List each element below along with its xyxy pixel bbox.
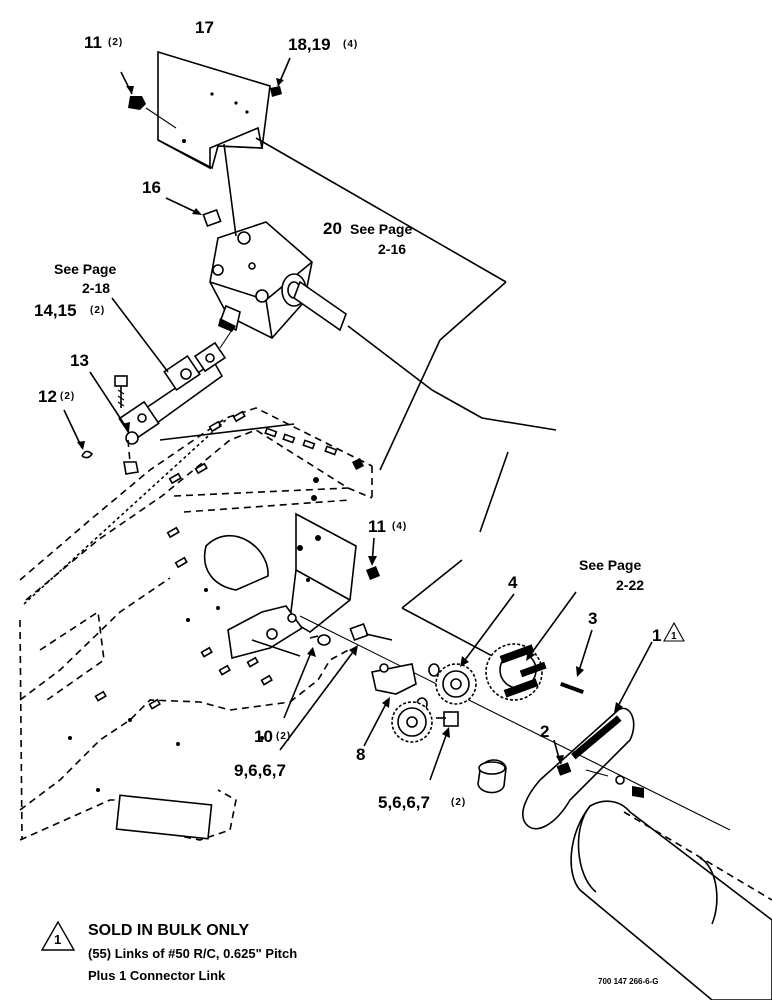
idler-sprocket — [391, 701, 433, 743]
callout-14-15: 14,15 — [34, 301, 77, 320]
bolt-9 — [279, 622, 393, 751]
callout-10: 10 — [254, 727, 273, 746]
callout-4: 4 — [508, 573, 518, 592]
callout-11-top: 11 — [84, 33, 102, 52]
lock-nut — [123, 439, 139, 475]
drawing-number: 700 147 266-6-G — [598, 977, 659, 986]
fitting-16 — [165, 197, 222, 228]
callout-16: 16 — [142, 178, 161, 197]
drive-shaft — [111, 297, 233, 445]
footnote-marker: 1 — [54, 932, 62, 947]
auger-tube — [570, 800, 772, 1000]
assembly-axis — [299, 615, 731, 831]
callout-see-page-2-22: See Page — [579, 557, 641, 573]
bolt-11-top — [120, 71, 146, 110]
slip-clutch — [485, 591, 577, 701]
footnote-line-1: (55) Links of #50 R/C, 0.625" Pitch — [88, 946, 298, 961]
callout-9: 9,6,6,7 — [234, 761, 286, 780]
callout-17: 17 — [195, 18, 214, 37]
callout-1-note: 1 — [671, 631, 677, 642]
frame-edge-strip — [23, 417, 229, 605]
access-opening — [203, 534, 269, 591]
callout-page-2-18: 2-18 — [82, 280, 110, 296]
callout-18-19-qty: (4) — [343, 39, 358, 50]
bolt-14-15 — [114, 375, 128, 408]
note-triangle-icon — [40, 920, 76, 951]
callout-20: 20 — [323, 219, 342, 238]
callout-labels: 17 11 (2) 18,19 (4) 16 20 See Page 2-16 … — [34, 18, 685, 812]
idler-arm-8 — [363, 663, 417, 747]
callout-20-page: 2-16 — [378, 241, 406, 257]
sprocket-4 — [435, 593, 515, 705]
callout-12: 12 — [38, 387, 57, 406]
callout-5-qty: (2) — [451, 797, 466, 808]
bushing-10 — [283, 634, 331, 719]
mounting-plate — [145, 50, 271, 170]
callout-2: 2 — [540, 722, 549, 741]
frame-slots — [68, 410, 338, 792]
bolt-5 — [429, 711, 459, 781]
callout-8: 8 — [356, 745, 365, 764]
callout-5: 5,6,6,7 — [378, 793, 430, 812]
connector-link-2 — [553, 739, 644, 798]
callout-20-see-page: See Page — [350, 221, 412, 237]
drive-bracket — [289, 458, 380, 633]
key-3 — [560, 629, 593, 694]
nut-18-19 — [270, 57, 291, 97]
callout-11-mid: 11 — [368, 517, 386, 536]
callout-13: 13 — [70, 351, 89, 370]
callout-11-top-qty: (2) — [108, 37, 123, 48]
callout-18-19: 18,19 — [288, 35, 331, 54]
roller-chain — [522, 641, 653, 830]
roller-bushing — [477, 759, 507, 794]
key-13 — [89, 371, 130, 432]
header-frame — [19, 407, 373, 841]
footnote-line-2: Plus 1 Connector Link — [88, 968, 226, 983]
gearbox — [209, 221, 347, 339]
callout-10-qty: (2) — [276, 731, 291, 742]
callout-1: 1 — [652, 626, 661, 645]
note-triangle-icon — [663, 621, 685, 642]
callout-page-2-22: 2-22 — [616, 577, 644, 593]
clip-pin-12 — [63, 409, 94, 459]
footnote-title: SOLD IN BULK ONLY — [88, 922, 250, 939]
callout-11-mid-qty: (4) — [392, 521, 407, 532]
callout-12-qty: (2) — [60, 391, 75, 402]
callout-3: 3 — [588, 609, 597, 628]
callout-see-page-2-18: See Page — [54, 261, 116, 277]
idler-bracket — [227, 605, 304, 660]
callout-14-15-qty: (2) — [90, 305, 105, 316]
